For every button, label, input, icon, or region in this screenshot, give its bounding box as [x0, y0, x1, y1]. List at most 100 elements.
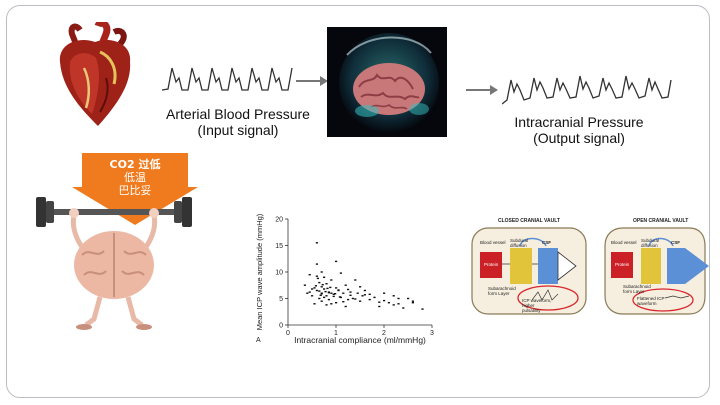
- scatter-point: [320, 300, 323, 302]
- open-csf-label: CSF: [671, 240, 680, 245]
- scatter-point: [335, 260, 338, 263]
- scatter-point: [411, 300, 414, 302]
- y-tick-label: 5: [279, 296, 283, 303]
- scatter-point: [315, 289, 318, 292]
- scatter-point: [373, 296, 376, 299]
- scatter-point: [320, 286, 323, 288]
- scatter-point: [359, 300, 362, 302]
- y-tick-label: 20: [275, 217, 283, 224]
- scatter-point: [363, 289, 366, 292]
- scatter-point: [324, 290, 327, 293]
- heart-icon: [59, 22, 131, 126]
- open-vault-title: OPEN CRANIAL VAULT: [633, 218, 689, 224]
- icp-waveform: [502, 75, 672, 105]
- scatter-point: [335, 287, 338, 289]
- scatter-point: [421, 308, 424, 310]
- scatter-point: [335, 302, 338, 304]
- brain-sphere-image: [327, 27, 447, 137]
- scatter-point: [320, 271, 323, 273]
- scatter-point: [397, 303, 400, 305]
- scatter-point: [323, 288, 326, 290]
- x-axis-label: Intracranial compliance (ml/mmHg): [294, 335, 426, 345]
- scatter-point: [347, 288, 350, 291]
- scatter-point: [327, 292, 330, 294]
- scatter-point: [325, 304, 328, 306]
- scatter-point: [397, 297, 400, 300]
- scatter-point: [363, 294, 366, 296]
- scatter-point: [378, 305, 381, 308]
- banner-arrow: [72, 153, 198, 225]
- arterial-bp-label: Arterial Blood Pressure (Input signal): [147, 106, 329, 138]
- scatter-point: [323, 296, 326, 299]
- scatter-point: [344, 284, 347, 286]
- scatter-point: [330, 303, 333, 305]
- open-subarachnoid-label: Subarachnoid form Layer: [623, 284, 651, 294]
- slide-frame: [6, 5, 710, 398]
- scatter-point: [323, 276, 326, 278]
- scatter-point: [321, 284, 324, 286]
- output-signal-subtitle: (Output signal): [533, 130, 625, 146]
- closed-subdural-label: Subdural diffusion: [510, 238, 529, 248]
- scatter-point: [383, 299, 386, 302]
- scatter-point: [359, 286, 362, 288]
- scatter-point: [318, 290, 321, 292]
- scatter-point: [326, 287, 329, 290]
- scatter-point: [314, 285, 317, 287]
- scatter-point: [338, 296, 341, 298]
- scatter-point: [368, 293, 371, 295]
- scatter-point: [306, 292, 309, 294]
- x-tick-label: 3: [430, 330, 434, 337]
- x-tick-label: 1: [334, 330, 338, 337]
- arrow-right-icon: [296, 76, 328, 86]
- scatter-point: [349, 294, 352, 296]
- scatter-point: [354, 298, 357, 300]
- scatter-point: [313, 287, 316, 289]
- scatter-point: [383, 292, 386, 294]
- scatter-point: [327, 298, 330, 301]
- scatter-point: [361, 295, 364, 297]
- banner-line-3: 巴比妥: [118, 184, 152, 197]
- scatter-point: [342, 292, 345, 294]
- brain-weightlifter-icon: [36, 197, 192, 330]
- scatter-point: [315, 263, 318, 265]
- open-protein-label: Protein: [615, 262, 630, 267]
- open-subdural-label: Subdural diffusion: [641, 238, 660, 248]
- scatter-point: [308, 274, 311, 276]
- scatter-point: [407, 297, 410, 300]
- closed-waveform-note: ICP waveform, higher pulsatility: [522, 298, 552, 313]
- scatter-point: [330, 292, 333, 294]
- closed-vault-diagram: CLOSED CRANIAL VAULT Blood vessel Subdur…: [470, 218, 590, 318]
- scatter-point: [344, 305, 347, 308]
- scatter-point: [402, 307, 405, 309]
- y-tick-label: 0: [279, 323, 283, 330]
- scatter-point: [347, 298, 350, 301]
- scatter-point: [319, 294, 322, 296]
- scatter-point: [368, 298, 371, 301]
- closed-vault-title: CLOSED CRANIAL VAULT: [498, 218, 560, 224]
- scatter-point: [330, 279, 333, 281]
- banner-line-1: CO2 过低: [109, 158, 161, 171]
- closed-protein-label: Protein: [484, 262, 499, 267]
- y-axis-label: Mean ICP wave amplitude (mmHg): [255, 213, 264, 330]
- scatter-point: [337, 289, 340, 291]
- scatter-point: [378, 301, 381, 303]
- scatter-point: [311, 295, 314, 297]
- scatter-point: [411, 302, 414, 304]
- banner-line-2: 低温: [124, 171, 146, 184]
- closed-blood-vessel-label: Blood vessel: [480, 240, 506, 245]
- scatter-point: [325, 295, 328, 297]
- open-waveform-note: Flattened ICP waveform: [637, 296, 665, 306]
- y-tick-label: 10: [275, 270, 283, 277]
- scatter-point: [392, 304, 395, 306]
- scatter-point: [315, 242, 318, 244]
- scatter-point: [308, 291, 311, 293]
- open-blood-vessel-label: Blood vessel: [611, 240, 637, 245]
- panel-letter: A: [256, 337, 261, 344]
- arterial-waveform: [162, 67, 293, 91]
- scatter-point: [342, 301, 345, 303]
- scatter-point: [387, 302, 390, 304]
- output-signal-title: Intracranial Pressure: [514, 114, 644, 130]
- icp-label: Intracranial Pressure (Output signal): [488, 114, 670, 146]
- scatter-point: [349, 291, 352, 293]
